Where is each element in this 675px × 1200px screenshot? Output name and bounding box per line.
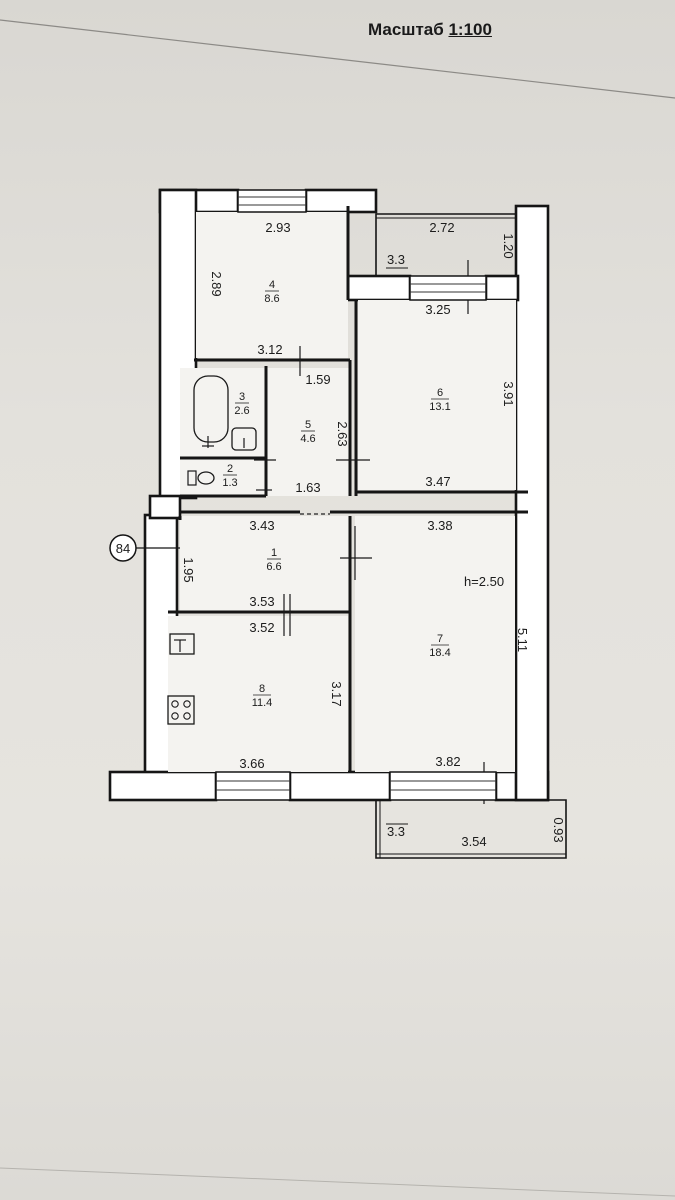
room-area: 1.3 — [222, 477, 237, 489]
room-number: 5 — [305, 419, 311, 431]
dim-r7-right: 5.11 — [515, 628, 530, 652]
room-fills — [168, 212, 516, 772]
room-area: 4.6 — [300, 433, 315, 445]
wall-right — [514, 204, 550, 802]
dim-hall-bottom: 3.53 — [249, 594, 274, 609]
dim-r8-right: 3.17 — [329, 681, 344, 706]
dim-balcony-top-left: 3.3 — [387, 252, 405, 267]
window-room8 — [215, 771, 291, 801]
dim-balcony-bottom-depth: 0.93 — [551, 817, 566, 842]
dim-r7-top: 3.38 — [427, 518, 452, 533]
dim-r5-right: 2.63 — [335, 421, 350, 446]
room-area: 13.1 — [429, 401, 450, 413]
room-area: 6.6 — [266, 561, 281, 573]
wall-balcony-left — [346, 274, 412, 302]
room-fill-1 — [180, 516, 350, 612]
room-number: 1 — [271, 547, 277, 559]
dim-r6-top: 3.25 — [425, 302, 450, 317]
dim-balcony-bottom-left: 3.3 — [387, 824, 405, 839]
room-area: 18.4 — [429, 647, 450, 659]
window-room4 — [237, 189, 307, 213]
room-number: 7 — [437, 633, 443, 645]
room-labels: 4 8.6 3 2.6 5 4.6 2 1.3 6 13.1 1 6.6 7 1… — [222, 279, 450, 709]
apartment-marker: 84 — [109, 534, 180, 562]
scale-label: Масштаб 1:100 — [368, 20, 492, 40]
exterior-walls — [108, 188, 550, 802]
dim-r7-bottom: 3.82 — [435, 754, 460, 769]
dim-hall-top: 3.43 — [249, 518, 274, 533]
dim-balcony-top-width: 2.72 — [429, 220, 454, 235]
room-area: 2.6 — [234, 405, 249, 417]
sink-icon — [231, 427, 257, 451]
dim-hall-left: 1.95 — [181, 557, 196, 582]
dim-balcony-bottom-width: 3.54 — [461, 834, 486, 849]
toilet-icon — [197, 471, 215, 485]
paper-edge-bottom — [0, 1167, 675, 1197]
wall-balcony-right — [484, 274, 520, 302]
wall-entrance — [148, 494, 182, 520]
room-fill-8 — [168, 616, 348, 772]
fixtures — [167, 375, 257, 725]
kitchen-sink-icon — [169, 633, 195, 655]
room-number: 3 — [239, 391, 245, 403]
partitions — [168, 206, 528, 772]
wall-bottom-left — [108, 770, 218, 802]
window-room7 — [389, 771, 497, 801]
dim-r6-bottom: 3.47 — [425, 474, 450, 489]
windows — [215, 189, 497, 801]
room-number: 2 — [227, 463, 233, 475]
scale-ratio: 1:100 — [448, 20, 492, 39]
ceiling-height: h=2.50 — [464, 574, 504, 589]
dim-balcony-top-depth: 1.20 — [501, 233, 516, 258]
apartment-number: 84 — [116, 541, 130, 556]
room-area: 8.6 — [264, 293, 279, 305]
dim-r4-bottom: 3.12 — [257, 342, 282, 357]
dimension-labels: 2.93 2.89 3.12 2.72 3.3 1.20 3.25 3.91 3… — [181, 220, 566, 849]
window-room6 — [409, 275, 487, 301]
room-fill-4 — [196, 212, 348, 358]
paper-edge-top — [0, 19, 675, 99]
balcony-bottom — [375, 799, 567, 859]
balconies — [375, 213, 567, 859]
room-area: 11.4 — [252, 697, 273, 709]
room-fill-6 — [358, 300, 516, 490]
room-number: 8 — [259, 683, 265, 695]
room-number: 4 — [269, 279, 275, 291]
wall-bottom-mid — [288, 770, 392, 802]
dim-r8-bottom: 3.66 — [239, 756, 264, 771]
bathtub-icon — [193, 375, 229, 443]
wall-top-mid — [304, 188, 378, 214]
dim-r5-bottom: 1.63 — [295, 480, 320, 495]
room-fill-7 — [355, 516, 515, 772]
dim-r4-left: 2.89 — [209, 271, 224, 296]
balcony-top — [375, 213, 517, 276]
scale-prefix: Масштаб — [368, 20, 444, 39]
stove-icon — [167, 695, 195, 725]
dim-r4-top: 2.93 — [265, 220, 290, 235]
dim-r8-top: 3.52 — [249, 620, 274, 635]
room-number: 6 — [437, 387, 443, 399]
dim-r6-right: 3.91 — [501, 381, 516, 406]
dim-r5-top: 1.59 — [305, 372, 330, 387]
